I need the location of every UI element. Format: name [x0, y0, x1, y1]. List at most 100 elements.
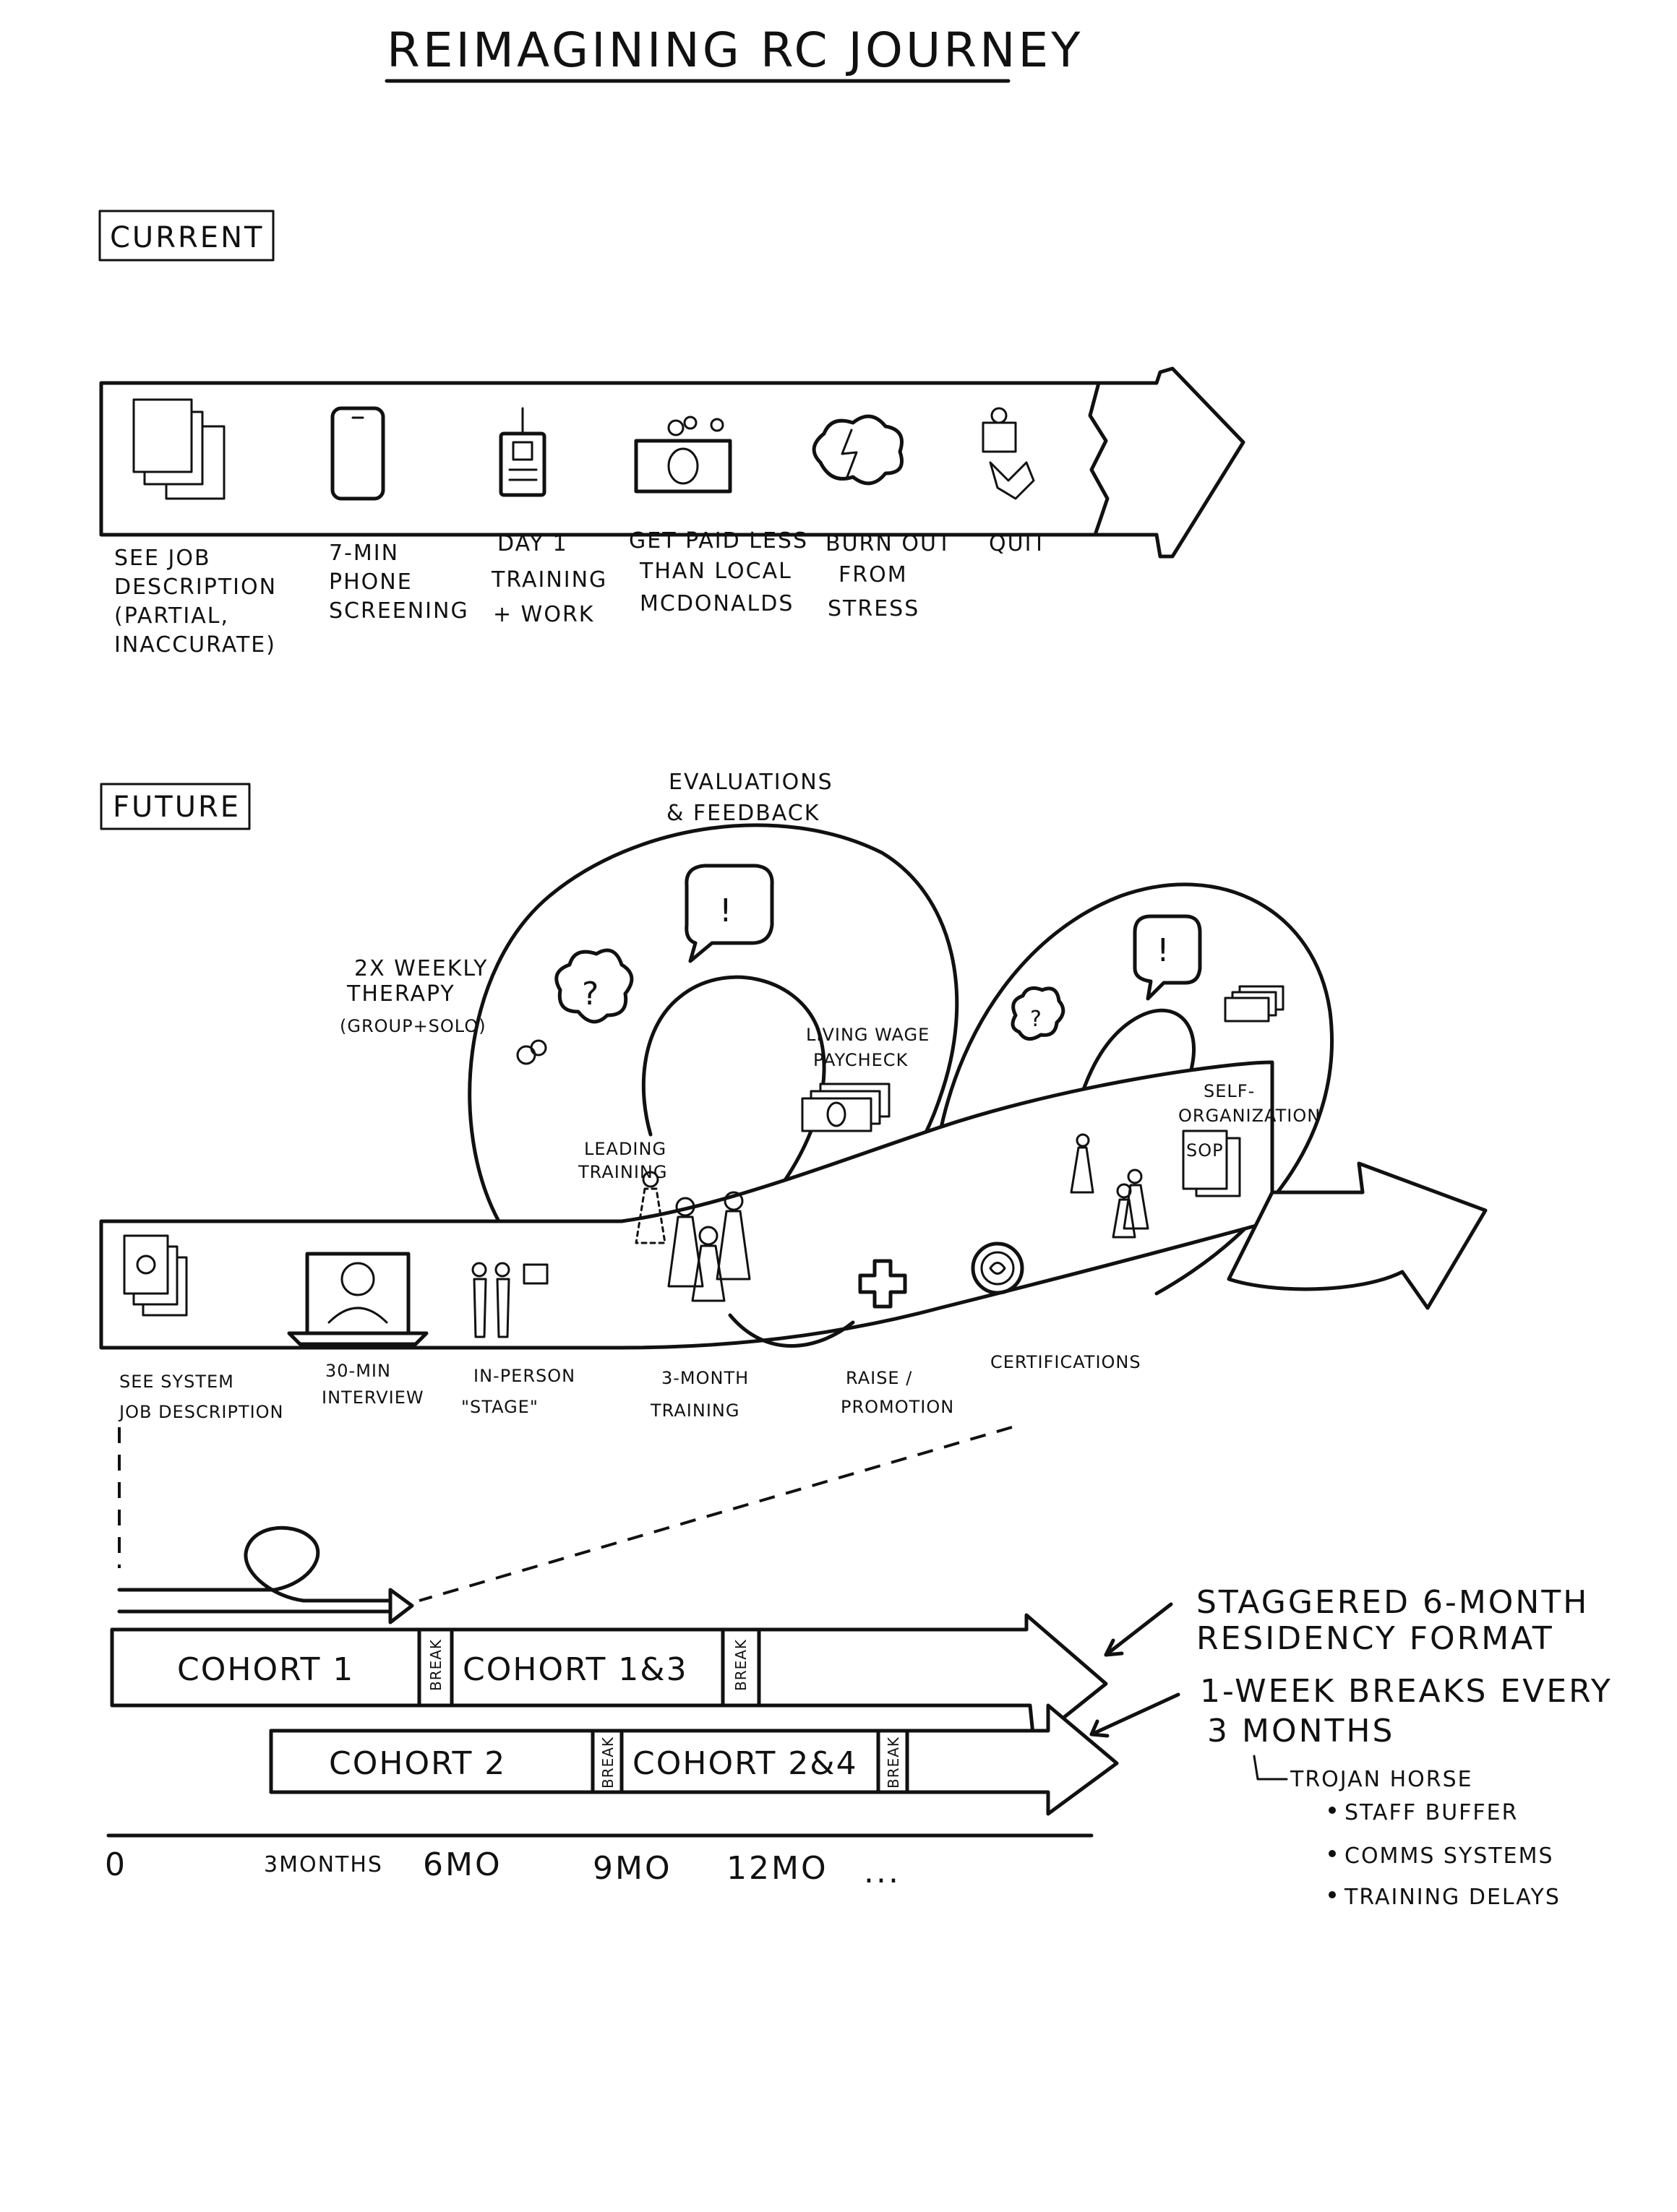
break-3-box[interactable]	[591, 1729, 624, 1794]
current-step-5-line-2: from	[838, 562, 908, 588]
future-journey-band	[99, 1060, 1274, 1350]
paycheck-icon	[801, 1083, 891, 1132]
current-step-5-line-1: Burn out	[825, 531, 952, 556]
cohort-2-4-box[interactable]	[619, 1729, 880, 1794]
feedback-speech-bubble-2: !	[1133, 914, 1202, 1001]
note-format-line-2: residency format	[1196, 1620, 1554, 1657]
system-document-icon	[123, 1234, 188, 1317]
therapy-line-3: (group+solo)	[340, 1016, 486, 1036]
cohort-1-box[interactable]	[110, 1627, 421, 1708]
document-stack-icon	[132, 398, 226, 500]
break-4-box[interactable]	[876, 1729, 909, 1794]
leading-training-line-2: training	[578, 1162, 667, 1182]
future-label: Future	[113, 791, 241, 824]
money-icon	[634, 416, 732, 494]
phone-icon	[330, 406, 385, 501]
page-title: Reimagining RC Journey	[387, 22, 1084, 78]
future-step-3-line-1: In-person	[473, 1366, 575, 1386]
bullet-3-dot	[1329, 1891, 1336, 1898]
current-step-3-line-2: training	[491, 567, 607, 593]
current-step-3-line-3: + work	[493, 602, 594, 627]
current-step-1-line-2: description	[114, 574, 277, 600]
arrow-break-mark	[1088, 381, 1110, 537]
note-bullet-2: Comms systems	[1344, 1843, 1554, 1869]
tick-ellipsis: ...	[864, 1854, 901, 1890]
stress-cloud-icon	[812, 414, 904, 486]
therapy-question-1: ?	[582, 976, 601, 1012]
current-label: Current	[110, 221, 264, 254]
therapy-thought-cloud-2: ?	[1011, 986, 1065, 1041]
future-step-4-line-1: 3-month	[661, 1368, 749, 1388]
page-title-group: Reimagining RC Journey	[385, 22, 1084, 83]
note-pointer-2-head	[1089, 1719, 1110, 1738]
current-step-3-line-1: Day 1	[497, 531, 568, 556]
future-step-4-line-2: training	[650, 1400, 739, 1421]
future-step-2-line-2: interview	[322, 1387, 424, 1408]
sop-document-icon: SOP	[1182, 1129, 1241, 1197]
current-step-4-line-2: than local	[639, 559, 792, 584]
sop-label: SOP	[1186, 1140, 1224, 1161]
tick-6mo: 6mo	[423, 1846, 502, 1883]
break-1-label: Break	[427, 1639, 445, 1691]
future-step-5-line-1: Raise /	[846, 1368, 912, 1388]
feedback-bang-1: !	[719, 892, 734, 929]
note-pointer-1-head	[1104, 1638, 1124, 1657]
future-loop-bottom	[728, 1313, 855, 1348]
therapy-line-2: therapy	[346, 981, 455, 1007]
cohort-2-label: Cohort 2	[329, 1745, 506, 1782]
future-section: Future	[99, 770, 1488, 1422]
current-label-box	[98, 210, 275, 262]
tick-9mo: 9mo	[593, 1850, 672, 1887]
current-step-4-line-3: McDonalds	[640, 591, 794, 616]
timeline-section: Cohort 1 Break Cohort 1&3 Break Cohort 2…	[105, 1426, 1613, 1910]
note-breaks-line-2: 3 months	[1207, 1713, 1394, 1750]
zoom-line-right	[419, 1426, 1013, 1602]
break-2-label: Break	[732, 1639, 750, 1691]
feedback-speech-bubble-1: !	[685, 864, 774, 963]
note-breaks-line-1: 1-week breaks every	[1200, 1673, 1613, 1710]
evaluations-line-1: Evaluations	[669, 770, 833, 795]
quit-icon	[982, 407, 1035, 500]
training-group-icon	[635, 1171, 751, 1302]
note-trojan: Trojan horse	[1290, 1767, 1473, 1792]
current-step-2-line-1: 7-min	[329, 541, 399, 566]
current-step-2-line-3: screening	[329, 598, 469, 624]
tick-12mo: 12mo	[726, 1850, 828, 1887]
bullet-1-dot	[1329, 1807, 1336, 1814]
current-step-4-line-1: Get paid less	[629, 528, 808, 554]
break-2-box[interactable]	[721, 1627, 761, 1708]
therapy-thought-cloud-1: ?	[516, 948, 634, 1065]
self-org-line-2: organization	[1178, 1106, 1321, 1126]
tick-0: 0	[105, 1846, 127, 1883]
current-step-1-line-1: See job	[114, 546, 211, 571]
bullet-2-dot	[1329, 1850, 1336, 1857]
cohort-1-label: Cohort 1	[177, 1651, 354, 1688]
video-interview-icon	[287, 1252, 429, 1346]
note-pointer-2	[1089, 1692, 1180, 1737]
cohort-2-4-label: Cohort 2&4	[632, 1745, 858, 1782]
note-pointer-1	[1104, 1602, 1173, 1657]
current-step-6-line-1: Quit	[989, 531, 1047, 556]
current-step-2-line-2: phone	[329, 569, 413, 595]
feedback-bang-2: !	[1157, 932, 1172, 969]
break-3-label: Break	[599, 1737, 617, 1789]
future-step-1-line-2: job description	[118, 1402, 284, 1422]
future-step-2-line-1: 30-min	[325, 1361, 391, 1381]
therapy-question-2: ?	[1030, 1007, 1043, 1032]
current-step-1-line-3: (partial,	[114, 603, 229, 629]
loop-people-icon	[1070, 1133, 1149, 1239]
current-journey-arrow	[99, 366, 1245, 559]
future-label-box	[100, 783, 251, 830]
cohort-2-box[interactable]	[269, 1729, 595, 1794]
living-wage-line-1: Living wage	[806, 1025, 930, 1045]
note-format-line-1: Staggered 6-month	[1196, 1584, 1589, 1621]
tick-3months: 3months	[264, 1852, 383, 1877]
stage-icon	[471, 1262, 549, 1338]
future-step-5-line-2: promotion	[841, 1397, 954, 1417]
badge-icon	[499, 407, 546, 497]
paycheck-icon-2	[1224, 985, 1284, 1023]
future-step-3-line-2: "stage"	[461, 1397, 539, 1417]
future-step-6-line-1: Certifications	[990, 1352, 1141, 1372]
evaluations-line-2: & feedback	[666, 801, 820, 826]
self-org-line-1: Self-	[1204, 1081, 1255, 1101]
